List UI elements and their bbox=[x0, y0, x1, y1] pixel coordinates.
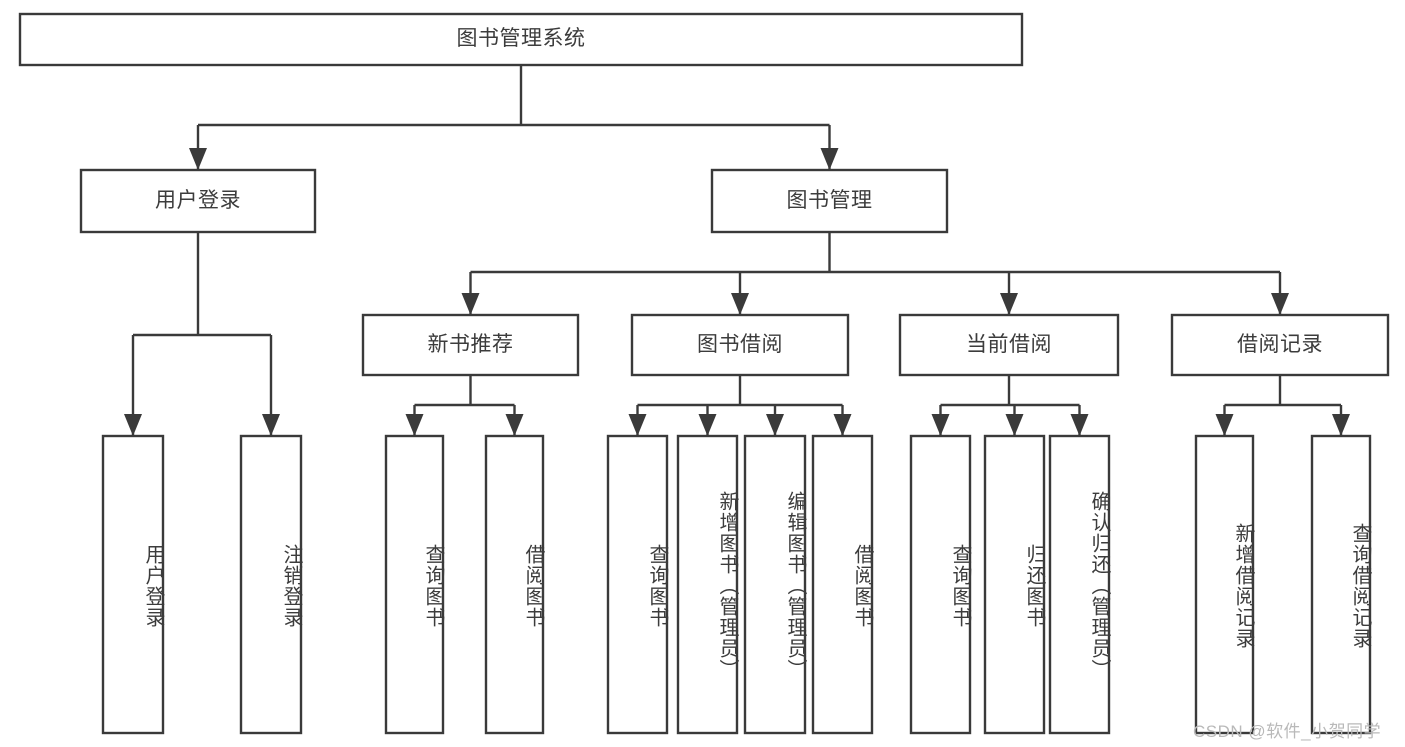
arrow-head-icon-leaf-borrow-book bbox=[833, 414, 852, 436]
node-box-leaf-add-borrow-record[interactable] bbox=[1194, 434, 1255, 735]
arrow-head-icon-user-login bbox=[189, 148, 207, 170]
node-box-leaf-borrow-book[interactable] bbox=[811, 434, 874, 735]
arrow-head-icon-book-borrow bbox=[731, 293, 749, 315]
arrow-head-icon-borrow-record bbox=[1271, 293, 1289, 315]
node-box-leaf-query-book-recommend[interactable] bbox=[384, 434, 445, 735]
node-box-borrow-record[interactable] bbox=[1170, 313, 1390, 377]
arrow-head-icon-current-borrow bbox=[1000, 293, 1018, 315]
arrow-head-icon-leaf-logout bbox=[262, 414, 280, 436]
node-box-leaf-confirm-return-admin[interactable] bbox=[1048, 434, 1111, 735]
node-box-book-management[interactable] bbox=[710, 168, 949, 234]
node-box-user-login[interactable] bbox=[79, 168, 317, 234]
arrow-head-icon-book-management bbox=[820, 148, 839, 170]
arrow-head-icon-leaf-user-login bbox=[124, 414, 142, 436]
arrow-head-icon-leaf-query-book-borrow bbox=[628, 414, 647, 436]
connector-group bbox=[124, 65, 1350, 436]
arrow-head-icon-leaf-query-book-recommend bbox=[405, 414, 424, 436]
node-box-leaf-query-borrow-record[interactable] bbox=[1310, 434, 1372, 735]
arrow-head-icon-leaf-query-book-current bbox=[931, 414, 950, 436]
node-box-leaf-query-book-current[interactable] bbox=[909, 434, 972, 735]
arrow-head-icon-leaf-add-borrow-record bbox=[1215, 414, 1234, 436]
node-box-book-borrow[interactable] bbox=[630, 313, 850, 377]
node-box-current-borrow[interactable] bbox=[898, 313, 1120, 377]
node-box-leaf-add-book-admin[interactable] bbox=[676, 434, 739, 735]
arrow-head-icon-leaf-query-borrow-record bbox=[1332, 414, 1350, 436]
arrow-head-icon-leaf-add-book-admin bbox=[698, 414, 717, 436]
node-box-leaf-query-book-borrow[interactable] bbox=[606, 434, 669, 735]
node-box-leaf-user-login[interactable] bbox=[101, 434, 165, 735]
arrow-head-icon-leaf-edit-book-admin bbox=[766, 414, 784, 436]
arrow-head-icon-leaf-return-book bbox=[1005, 414, 1024, 436]
csdn-watermark: CSDN @软件_小贺同学 bbox=[1193, 722, 1382, 741]
arrow-head-icon-leaf-borrow-book-recommend bbox=[505, 414, 524, 436]
node-box-leaf-borrow-book-recommend[interactable] bbox=[484, 434, 545, 735]
node-box-leaf-logout[interactable] bbox=[239, 434, 303, 735]
node-box-group bbox=[18, 12, 1390, 735]
node-box-leaf-return-book[interactable] bbox=[983, 434, 1046, 735]
node-box-leaf-edit-book-admin[interactable] bbox=[743, 434, 807, 735]
node-box-root[interactable] bbox=[18, 12, 1024, 67]
arrow-head-icon-new-book-recommend bbox=[461, 293, 480, 315]
node-box-new-book-recommend[interactable] bbox=[361, 313, 580, 377]
arrow-head-icon-leaf-confirm-return-admin bbox=[1070, 414, 1089, 436]
